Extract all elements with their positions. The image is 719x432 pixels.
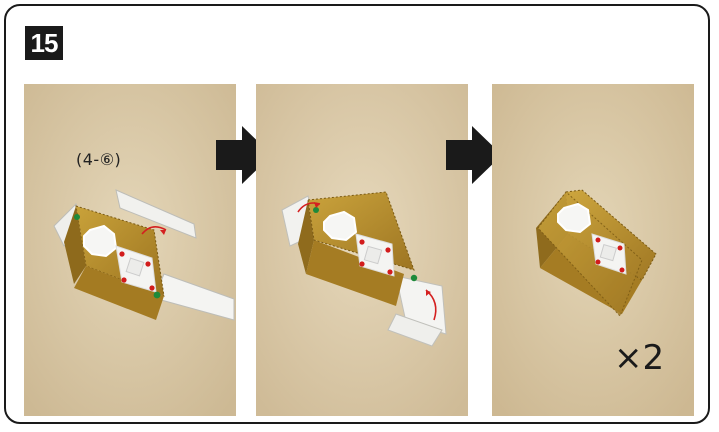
- reference-step-label: (4-⑥): [76, 150, 121, 169]
- photo-panel-unfolded: [24, 84, 236, 416]
- octagon-window: [84, 226, 116, 256]
- red-dot: [620, 268, 625, 273]
- red-dot: [385, 247, 390, 252]
- red-dot: [618, 246, 623, 251]
- green-dot: [154, 292, 161, 299]
- red-dot: [149, 285, 154, 290]
- red-dot: [359, 239, 364, 244]
- step-number-badge: 15: [25, 26, 63, 60]
- red-dot: [121, 277, 126, 282]
- red-dot: [596, 260, 601, 265]
- octagon-window: [324, 212, 356, 240]
- red-dot: [145, 261, 150, 266]
- green-dot: [411, 275, 417, 281]
- red-dot: [359, 261, 364, 266]
- quantity-label: ×2: [614, 338, 664, 378]
- photo-panel-folding: [256, 84, 468, 416]
- red-dot: [119, 251, 124, 256]
- green-dot: [74, 214, 80, 220]
- red-dot: [387, 269, 392, 274]
- red-dot: [596, 238, 601, 243]
- octagon-window: [558, 204, 590, 232]
